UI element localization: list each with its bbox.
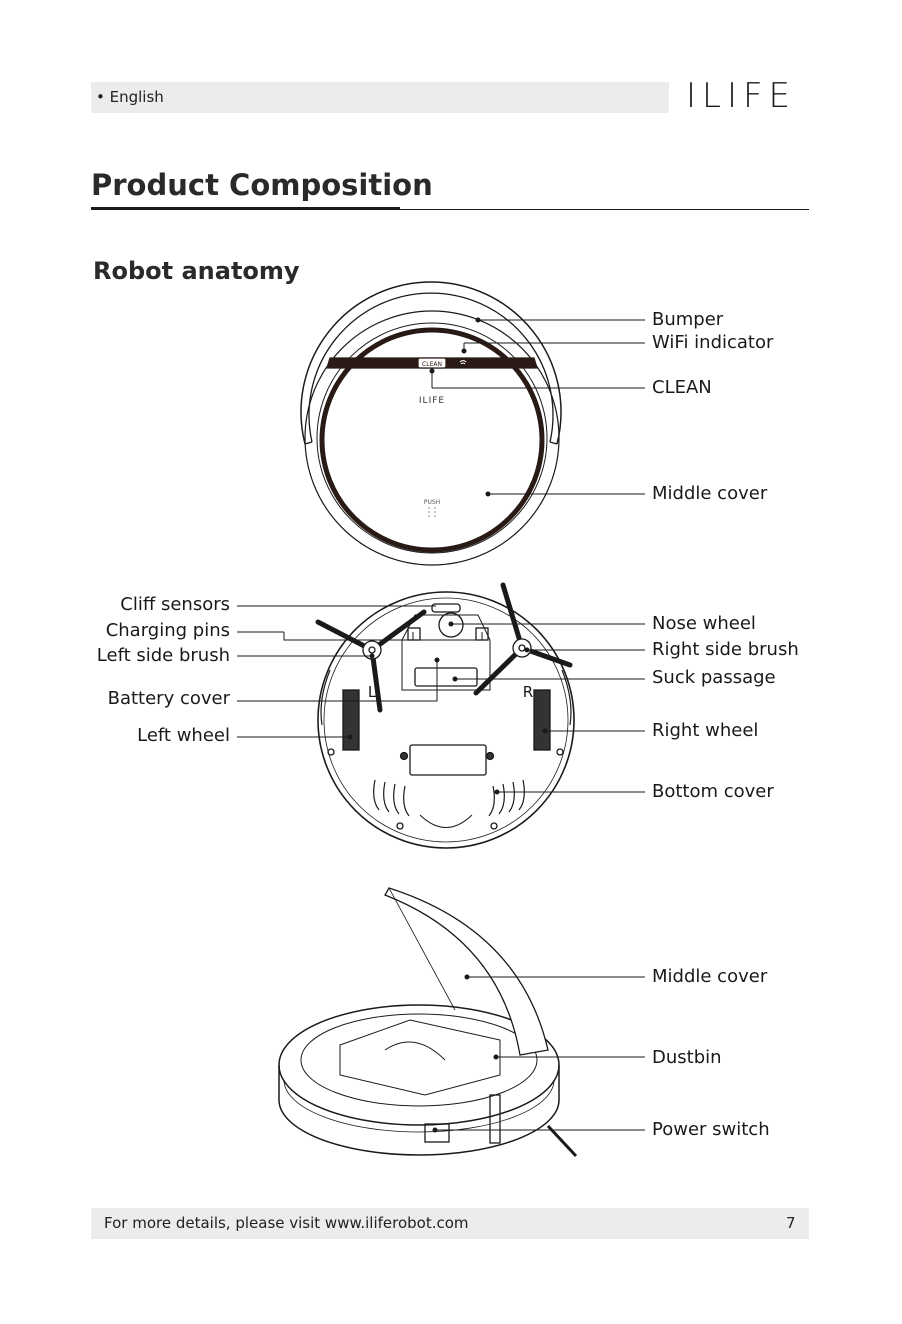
label-clean: CLEAN [652,377,712,398]
label-middle-cover-open: Middle cover [652,966,768,987]
left-wheel-mark: L [368,683,377,701]
label-suck-passage: Suck passage [652,667,776,688]
label-left-side-brush: Left side brush [96,645,230,666]
clean-button-text: CLEAN [422,361,442,368]
header-bar [91,82,669,113]
push-text: PUSH [424,499,440,506]
open-view-diagram [278,887,645,1158]
top-view-diagram: CLEAN ILIFE PUSH [300,281,645,566]
label-charging-pins: Charging pins [105,620,230,641]
title-underline [91,207,400,210]
label-bottom-cover: Bottom cover [652,781,774,802]
footer-bar [91,1208,809,1239]
page-title: Product Composition [91,168,433,202]
label-right-wheel: Right wheel [652,720,759,741]
label-dustbin: Dustbin [652,1047,722,1068]
right-wheel-mark: R [523,683,533,701]
footer-text: For more details, please visit www.ilife… [104,1214,469,1232]
label-battery-cover: Battery cover [107,688,230,709]
language-label: English [109,88,164,106]
label-wifi-indicator: WiFi indicator [652,332,774,353]
label-middle-cover-top: Middle cover [652,483,768,504]
label-bumper: Bumper [652,309,724,330]
language-indicator: • English [96,88,164,106]
bottom-view-diagram: L R [237,582,645,849]
label-nose-wheel: Nose wheel [652,613,756,634]
label-cliff-sensors: Cliff sensors [120,594,230,615]
label-left-wheel: Left wheel [137,725,230,746]
title-rule [400,209,809,210]
robot-logo-text: ILIFE [419,396,445,406]
label-right-side-brush: Right side brush [652,639,799,660]
brand-logo: ILIFE [686,76,797,116]
section-title: Robot anatomy [93,257,300,285]
page-number: 7 [786,1214,796,1232]
label-power-switch: Power switch [652,1119,770,1140]
